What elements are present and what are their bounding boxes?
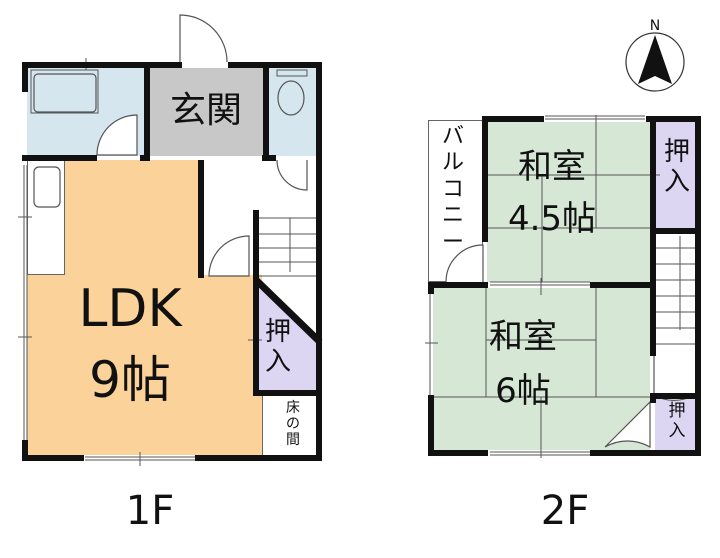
closet-upper-2f xyxy=(655,122,699,228)
north-arrow-icon xyxy=(625,32,685,92)
tokonoma-room xyxy=(262,396,316,455)
ldk-room-lower xyxy=(27,275,262,455)
tokonoma-label: 床 の 間 xyxy=(286,400,300,449)
compass-n-label: N xyxy=(649,18,661,34)
washitsu-4-5-size: 4.5帖 xyxy=(507,199,597,239)
closet-upper-label: 押 入 xyxy=(663,137,690,197)
floor-2-label: 2F xyxy=(540,488,590,534)
washitsu-6-name: 和室 xyxy=(489,317,557,357)
ldk-name-label: LDK xyxy=(78,279,182,339)
ldk-room xyxy=(65,160,198,275)
entrance-label: 玄関 xyxy=(169,90,242,131)
closet-lower-2f xyxy=(655,398,699,450)
ldk-size-label: 9帖 xyxy=(89,351,171,409)
closet-lower-label: 押 入 xyxy=(668,401,686,441)
closet-label-1f: 押 入 xyxy=(264,317,291,377)
washitsu-4-5 xyxy=(487,122,650,282)
kitchen-counter xyxy=(27,160,65,275)
washitsu-6-size: 6帖 xyxy=(495,371,551,411)
washitsu-4-5-name: 和室 xyxy=(518,147,586,187)
toilet xyxy=(268,68,316,156)
floor-1-label: 1F xyxy=(125,488,175,534)
entrance-room xyxy=(149,68,263,156)
balcony-label: バ ル コ ニ ー xyxy=(441,124,464,255)
